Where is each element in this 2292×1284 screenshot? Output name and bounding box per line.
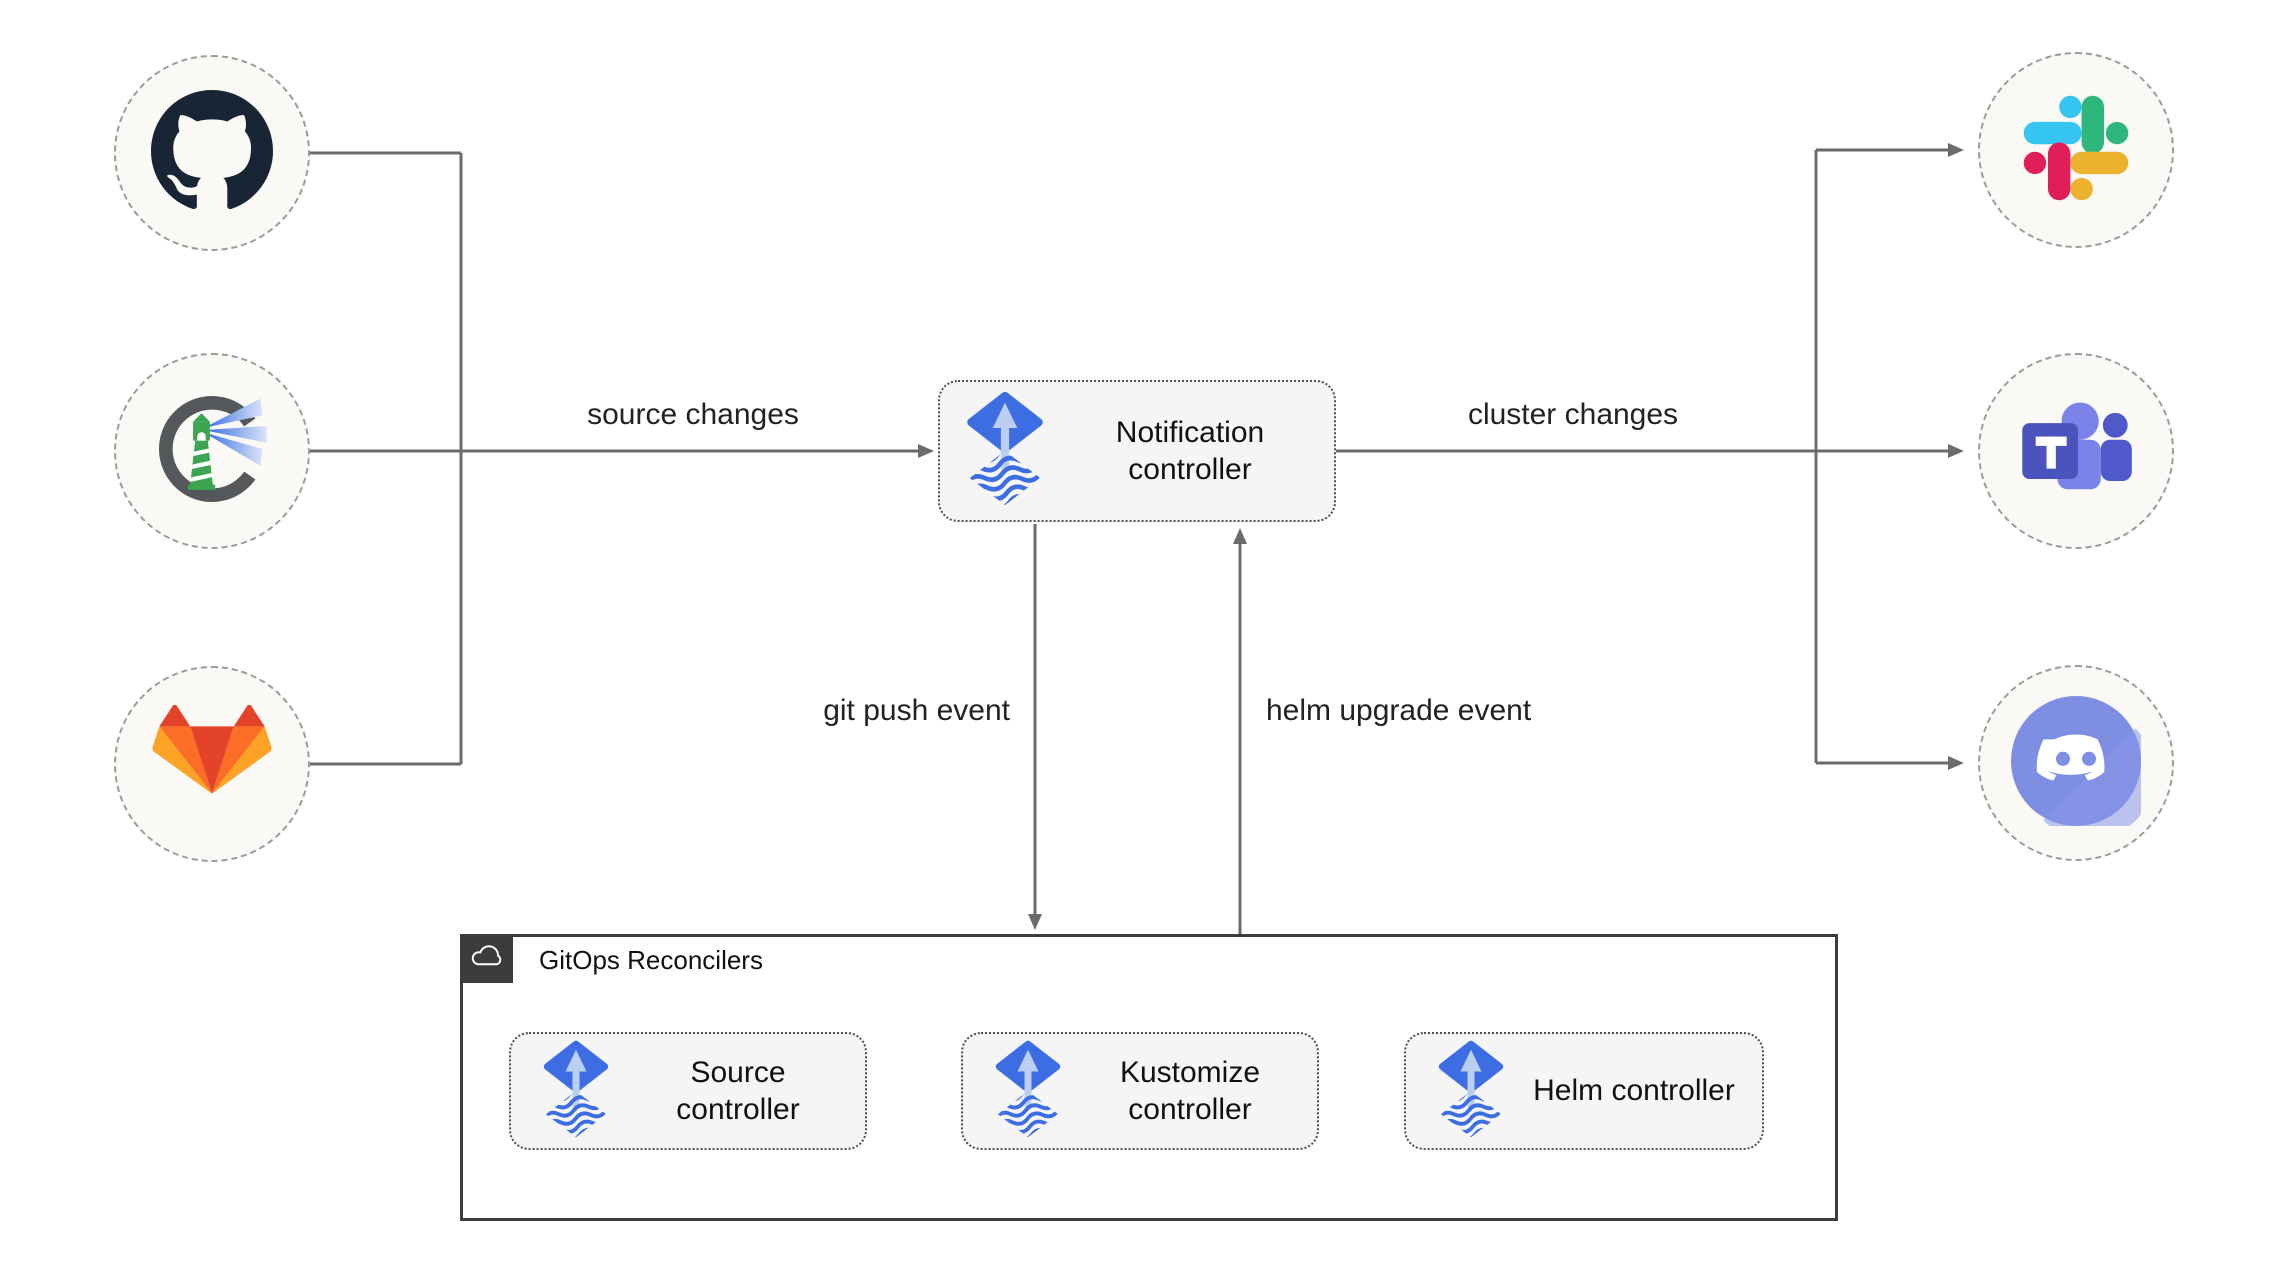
helm-controller-label: Helm controller xyxy=(1533,1074,1735,1108)
edge-label-source-changes: source changes xyxy=(587,398,799,431)
flux-icon xyxy=(541,1040,611,1143)
source-github xyxy=(114,55,310,251)
notification-controller-label: Notification controller xyxy=(1115,415,1265,487)
harbor-icon xyxy=(149,386,275,517)
target-teams xyxy=(1978,353,2174,549)
cloud-badge xyxy=(460,934,513,983)
target-discord xyxy=(1978,665,2174,861)
kustomize-controller-node: Kustomize controller xyxy=(961,1032,1319,1150)
discord-icon xyxy=(2011,696,2141,831)
source-controller-label: Source controller xyxy=(676,1055,800,1127)
github-icon xyxy=(151,90,273,217)
gitops-reconcilers-title: GitOps Reconcilers xyxy=(539,945,763,975)
notification-controller-node: Notification controller xyxy=(938,380,1336,522)
edge-label-git-push-event: git push event xyxy=(823,694,1010,727)
cloud-icon xyxy=(469,941,505,976)
source-controller-node: Source controller xyxy=(509,1032,867,1150)
gitlab-icon xyxy=(152,705,272,824)
target-slack xyxy=(1978,52,2174,248)
teams-icon xyxy=(2014,392,2138,511)
source-harbor xyxy=(114,353,310,549)
source-gitlab xyxy=(114,666,310,862)
slack-icon xyxy=(2020,92,2132,209)
edge-label-helm-upgrade-event: helm upgrade event xyxy=(1266,694,1532,727)
gitops-reconcilers-container: GitOps Reconcilers Source controller Kus… xyxy=(460,934,1838,1221)
edge-label-cluster-changes: cluster changes xyxy=(1467,398,1679,431)
flux-icon xyxy=(1436,1040,1506,1143)
helm-controller-node: Helm controller xyxy=(1404,1032,1764,1150)
kustomize-controller-label: Kustomize controller xyxy=(1119,1055,1261,1127)
flux-icon xyxy=(964,391,1046,511)
flux-icon xyxy=(993,1040,1063,1143)
